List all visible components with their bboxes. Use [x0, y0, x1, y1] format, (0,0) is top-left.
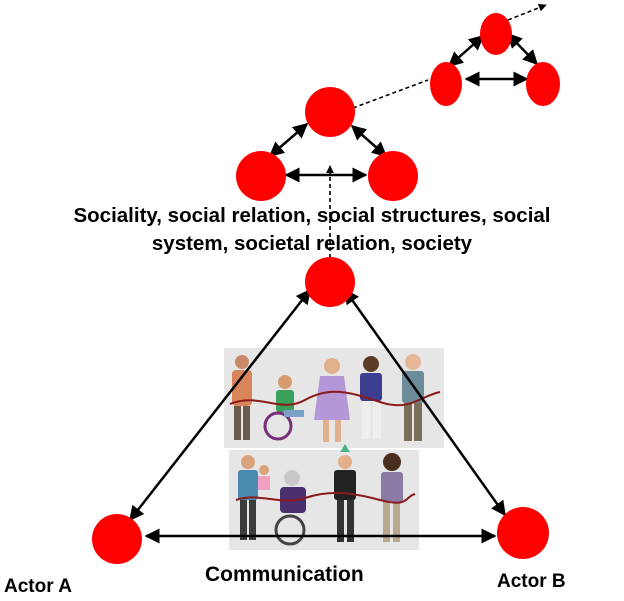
actor-a-label: Actor A [4, 576, 72, 597]
node-small-top [480, 13, 512, 55]
dashed-link-outward [507, 3, 547, 21]
caption-line-1: Sociality, social relation, social struc… [73, 204, 551, 227]
people-photo-bottom [229, 444, 419, 550]
people-photo-top [224, 348, 444, 448]
communication-label: Communication [205, 563, 364, 586]
node-actor-a [92, 514, 142, 564]
edge-small-left [447, 35, 485, 67]
node-small-left [430, 62, 462, 106]
edge-small-right [506, 32, 539, 66]
caption-line-2: system, societal relation, society [151, 232, 473, 255]
edge-upper-left [268, 123, 309, 157]
node-upper-top [305, 87, 355, 137]
node-upper-left [236, 151, 286, 201]
edge-actor-a-to-society [129, 288, 311, 522]
node-small-right [526, 62, 560, 106]
node-actor-b [497, 507, 549, 559]
edge-upper-right [350, 125, 388, 157]
node-society [305, 257, 355, 307]
dashed-link-to-small-triangle [352, 79, 429, 109]
edge-actor-b-to-society [343, 288, 507, 517]
node-upper-right [368, 151, 418, 201]
actor-b-label: Actor B [497, 571, 566, 592]
